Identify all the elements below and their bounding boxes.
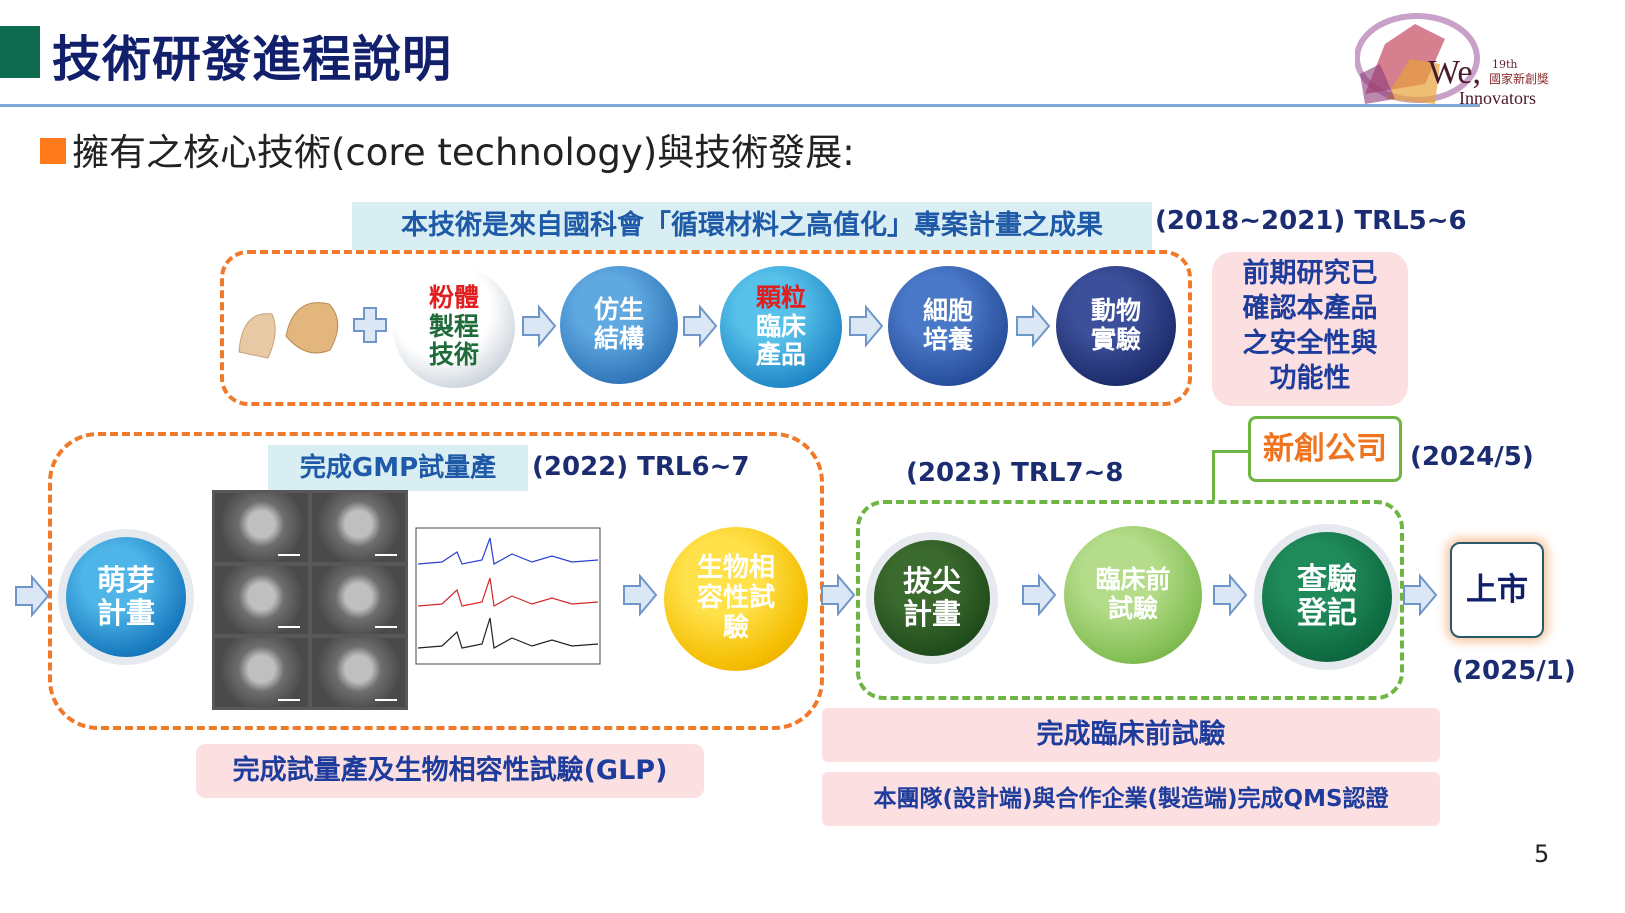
step-registration-line2: 登記 <box>1297 596 1357 631</box>
step-biocompat-line3: 驗 <box>722 612 749 643</box>
step-biocompat-line1: 生物相 <box>696 553 775 584</box>
step-powder-line1: 粉體 <box>428 282 479 312</box>
stage3-dashed-box <box>856 500 1404 700</box>
step-biomimetic-line1: 仿生 <box>593 295 644 325</box>
step-elite-program: 拔尖計畫 <box>874 540 990 656</box>
launch-date: (2025/1) <box>1452 656 1576 686</box>
sem-image <box>312 638 405 707</box>
plus-icon <box>352 306 388 344</box>
note-line-4: 功能性 <box>1269 363 1351 394</box>
step-animal-line2: 實驗 <box>1090 325 1141 354</box>
step-biomimetic-line2: 結構 <box>593 324 644 353</box>
arrow-right-icon <box>848 304 884 348</box>
step-granule-line2: 臨床 <box>755 311 806 341</box>
step-registration: 查驗登記 <box>1262 532 1392 662</box>
step-preclinical-line2: 試驗 <box>1107 594 1158 623</box>
stage2-years: (2022) TRL6~7 <box>532 452 750 482</box>
arrow-right-icon <box>1402 573 1438 617</box>
stage1-dashed-box <box>220 250 1192 406</box>
startup-connector <box>1212 450 1248 500</box>
step-preclinical-trial: 臨床前試驗 <box>1064 526 1202 664</box>
stage1-note: 前期研究已 確認本產品 之安全性與 功能性 <box>1212 252 1408 406</box>
step-registration-line1: 查驗 <box>1297 561 1357 597</box>
note-line-2: 確認本產品 <box>1242 293 1378 324</box>
award-logo-graphic <box>1354 13 1480 104</box>
step-seed-line1: 萌芽 <box>96 562 155 597</box>
arrow-right-icon <box>521 304 557 348</box>
eggshell-image <box>234 292 349 364</box>
step-animal-line1: 動物 <box>1090 296 1141 326</box>
logo-award-name: 國家新創獎 <box>1489 72 1550 86</box>
logo-brand-main: We, <box>1428 54 1481 91</box>
step-powder-line3: 技術 <box>428 340 479 370</box>
step-elite-line2: 計畫 <box>902 597 961 631</box>
arrow-right-icon <box>682 304 718 348</box>
step-granule-product: 顆粒臨床產品 <box>720 266 842 388</box>
stage3-caption-preclinical: 完成臨床前試驗 <box>822 708 1440 762</box>
square-bullet-icon <box>40 138 66 164</box>
title-divider <box>0 104 1480 107</box>
stage1-years: (2018~2021) TRL5~6 <box>1155 206 1467 236</box>
slide-title: 技術研發進程說明 <box>52 31 453 88</box>
step-cell-line1: 細胞 <box>922 296 973 326</box>
note-line-1: 前期研究已 <box>1242 258 1378 289</box>
step-granule-line3: 產品 <box>755 340 806 370</box>
note-line-3: 之安全性與 <box>1242 328 1378 359</box>
sem-micrograph-panel <box>212 490 408 710</box>
arrow-right-icon <box>1015 304 1051 348</box>
arrow-right-icon <box>1212 573 1248 617</box>
arrow-right-icon <box>622 573 658 617</box>
step-granule-line1: 顆粒 <box>755 282 806 312</box>
logo-brand-sub: Innovators <box>1459 88 1536 108</box>
sem-image <box>215 638 308 707</box>
page-number: 5 <box>1534 840 1550 868</box>
step-biomimetic: 仿生結構 <box>560 266 678 384</box>
step-seed-program: 萌芽計畫 <box>66 537 186 657</box>
step-elite-line1: 拔尖 <box>902 563 961 598</box>
sem-image <box>215 565 308 635</box>
sem-image <box>312 565 405 635</box>
stage3-years: (2023) TRL7~8 <box>906 458 1124 488</box>
arrow-right-icon <box>820 573 856 617</box>
startup-date: (2024/5) <box>1410 442 1534 472</box>
step-biocompatibility-test: 生物相容性試驗 <box>664 527 808 671</box>
arrow-right-icon <box>14 574 50 618</box>
step-cell-line2: 培養 <box>922 325 973 354</box>
sem-image <box>215 493 308 562</box>
sem-image <box>312 493 405 562</box>
award-logo: 19th We, 國家新創獎 Innovators <box>1354 4 1570 108</box>
xrd-plot-image <box>412 524 604 672</box>
step-seed-line2: 計畫 <box>96 596 155 630</box>
step-powder-process: 粉體製程技術 <box>393 266 515 388</box>
stage3-caption-qms: 本團隊(設計端)與合作企業(製造端)完成QMS認證 <box>822 772 1440 826</box>
title-marker <box>0 26 40 78</box>
startup-box: 新創公司 <box>1248 416 1402 482</box>
subtitle: 擁有之核心技術(core technology)與技術發展: <box>40 122 855 176</box>
subtitle-text: 擁有之核心技術(core technology)與技術發展: <box>72 131 855 174</box>
step-powder-line2: 製程 <box>428 311 479 341</box>
stage2-banner: 完成GMP試量產 <box>268 445 528 491</box>
step-cell-culture: 細胞培養 <box>888 266 1008 386</box>
step-preclinical-line1: 臨床前 <box>1095 565 1171 595</box>
launch-box: 上市 <box>1450 542 1544 638</box>
stage2-caption: 完成試量產及生物相容性試驗(GLP) <box>196 744 704 798</box>
arrow-right-icon <box>1021 573 1057 617</box>
stage1-banner: 本技術是來自國科會「循環材料之高值化」專案計畫之成果 <box>352 202 1152 250</box>
logo-edition: 19th <box>1492 58 1518 71</box>
step-biocompat-line2: 容性試 <box>696 583 775 614</box>
stage2-dashed-box <box>48 432 824 730</box>
step-animal-study: 動物實驗 <box>1056 266 1176 386</box>
